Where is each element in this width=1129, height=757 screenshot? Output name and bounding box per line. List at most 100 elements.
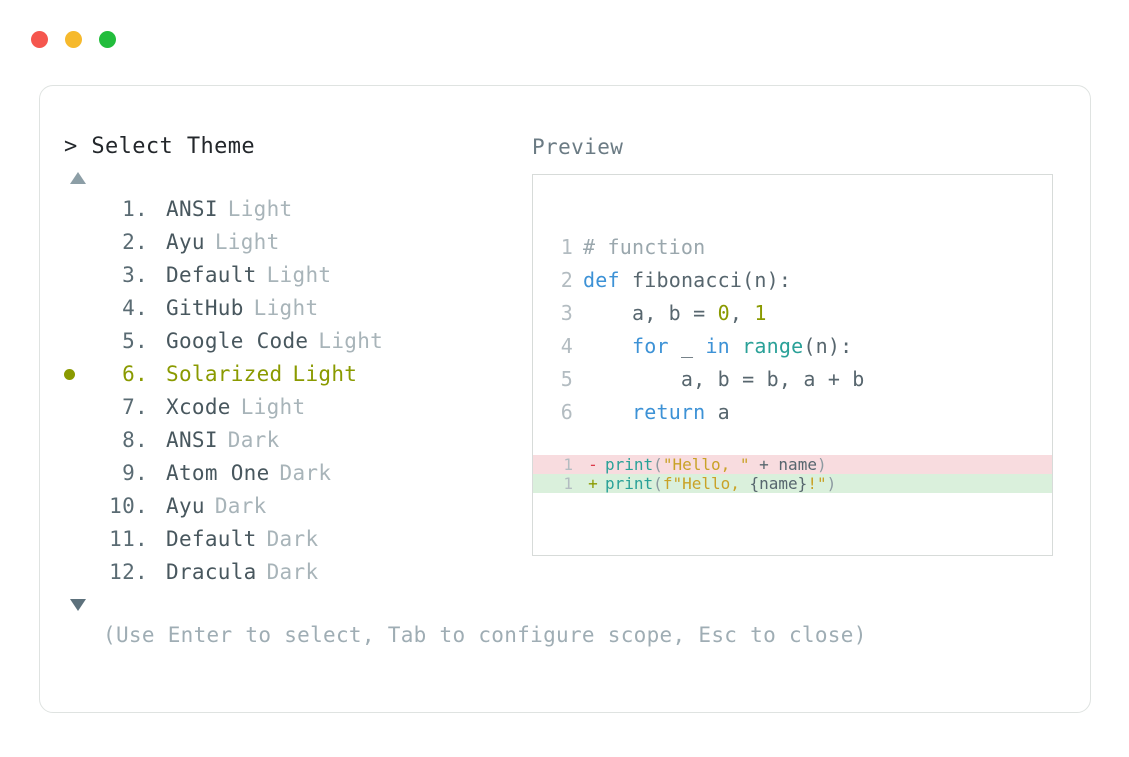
selection-bullet-slot: [64, 193, 94, 226]
theme-item-mode: Dark: [279, 461, 332, 485]
code-token: # function: [583, 235, 706, 259]
code-token: !": [807, 474, 827, 493]
selection-bullet-slot: [64, 490, 94, 523]
code-token: _: [668, 334, 706, 358]
theme-item-mode: Light: [214, 230, 280, 254]
diff-line-minus: 1-print("Hello, " + name): [533, 455, 1052, 474]
code-token: ): [816, 455, 827, 474]
code-token: "Hello, ": [662, 455, 750, 474]
code-line-text: def fibonacci(n):: [583, 264, 791, 297]
code-line-text: a, b = b, a + b: [583, 363, 865, 396]
diff-line-text: print("Hello, " + name): [605, 455, 827, 474]
code-line: 1# function: [533, 231, 1052, 264]
theme-item-index: 6.: [109, 362, 148, 386]
selection-bullet-slot: [64, 325, 94, 358]
code-token: return: [631, 400, 706, 424]
code-token: a, b =: [583, 301, 718, 325]
theme-item-spacer: [148, 226, 166, 259]
code-line-number: 4: [560, 334, 573, 358]
code-token: fibonacci(n):: [619, 268, 792, 292]
theme-item-mode: Dark: [227, 428, 280, 452]
code-line-number: 5: [560, 367, 573, 391]
theme-item-index: 10.: [109, 494, 148, 518]
prompt-caret-icon: >: [64, 134, 78, 159]
theme-item-spacer: [148, 391, 166, 424]
selection-bullet-slot: [64, 391, 94, 424]
theme-item-index: 7.: [109, 395, 148, 419]
prompt-title-text: [78, 134, 92, 159]
code-token: 1: [754, 301, 767, 325]
selection-bullet-slot: [64, 259, 94, 292]
diff-line-number: 1: [563, 455, 573, 474]
code-token: [730, 334, 742, 358]
theme-item-index: 4.: [109, 296, 148, 320]
diff-sample: 1-print("Hello, " + name)1+print(f"Hello…: [533, 455, 1052, 493]
theme-list-item[interactable]: 5. Google Code Light: [64, 325, 532, 358]
code-token: {name}: [749, 474, 808, 493]
theme-item-index: 12.: [109, 560, 148, 584]
code-line-number: 3: [560, 301, 573, 325]
theme-item-name: ANSI: [166, 197, 218, 221]
page-title: > Select Theme: [64, 132, 532, 162]
selection-bullet-slot: [64, 523, 94, 556]
code-token: a, b = b, a + b: [583, 367, 865, 391]
theme-item-name: GitHub: [166, 296, 244, 320]
theme-item-mode: Light: [318, 329, 384, 353]
theme-item-name: Default: [166, 527, 257, 551]
triangle-up-icon[interactable]: [67, 170, 89, 186]
theme-item-spacer: [148, 424, 166, 457]
theme-item-index: 9.: [109, 461, 148, 485]
code-token: in: [705, 334, 730, 358]
preview-label: Preview: [532, 135, 624, 159]
selection-bullet-slot: [64, 292, 94, 325]
minimize-dot[interactable]: [65, 31, 82, 48]
code-token: (n):: [803, 334, 853, 358]
code-line-number: 2: [560, 268, 573, 292]
theme-item-mode: Dark: [266, 560, 319, 584]
selection-bullet-slot: [64, 424, 94, 457]
code-line: 6 return a: [533, 396, 1052, 429]
triangle-down-icon[interactable]: [67, 597, 89, 613]
theme-item-spacer: [148, 292, 166, 325]
theme-list-item[interactable]: 11. Default Dark: [64, 523, 532, 556]
theme-item-index: 3.: [109, 263, 148, 287]
selection-bullet-slot: [64, 556, 94, 589]
code-line-text: a, b = 0, 1: [583, 297, 767, 330]
theme-item-spacer: [148, 523, 166, 556]
window-controls: [31, 31, 116, 48]
code-token: def: [583, 268, 620, 292]
selection-bullet-icon: [64, 369, 75, 380]
selection-bullet-slot: [64, 226, 94, 259]
code-token: (: [653, 455, 663, 474]
code-token: print: [605, 455, 654, 474]
theme-item-mode: Light: [292, 362, 358, 386]
code-token: for: [631, 334, 669, 358]
diff-line-plus: 1+print(f"Hello, {name}!"): [533, 474, 1052, 493]
theme-item-index: 11.: [109, 527, 148, 551]
theme-item-spacer: [148, 556, 166, 589]
close-dot[interactable]: [31, 31, 48, 48]
diff-line-number: 1: [563, 474, 573, 493]
theme-item-mode: Dark: [214, 494, 267, 518]
theme-item-index: 5.: [109, 329, 148, 353]
theme-item-name: Google Code: [166, 329, 309, 353]
code-token: 0: [717, 301, 730, 325]
theme-item-name: ANSI: [166, 428, 218, 452]
maximize-dot[interactable]: [99, 31, 116, 48]
theme-item-mode: Dark: [266, 527, 319, 551]
theme-item-mode: Light: [266, 263, 332, 287]
